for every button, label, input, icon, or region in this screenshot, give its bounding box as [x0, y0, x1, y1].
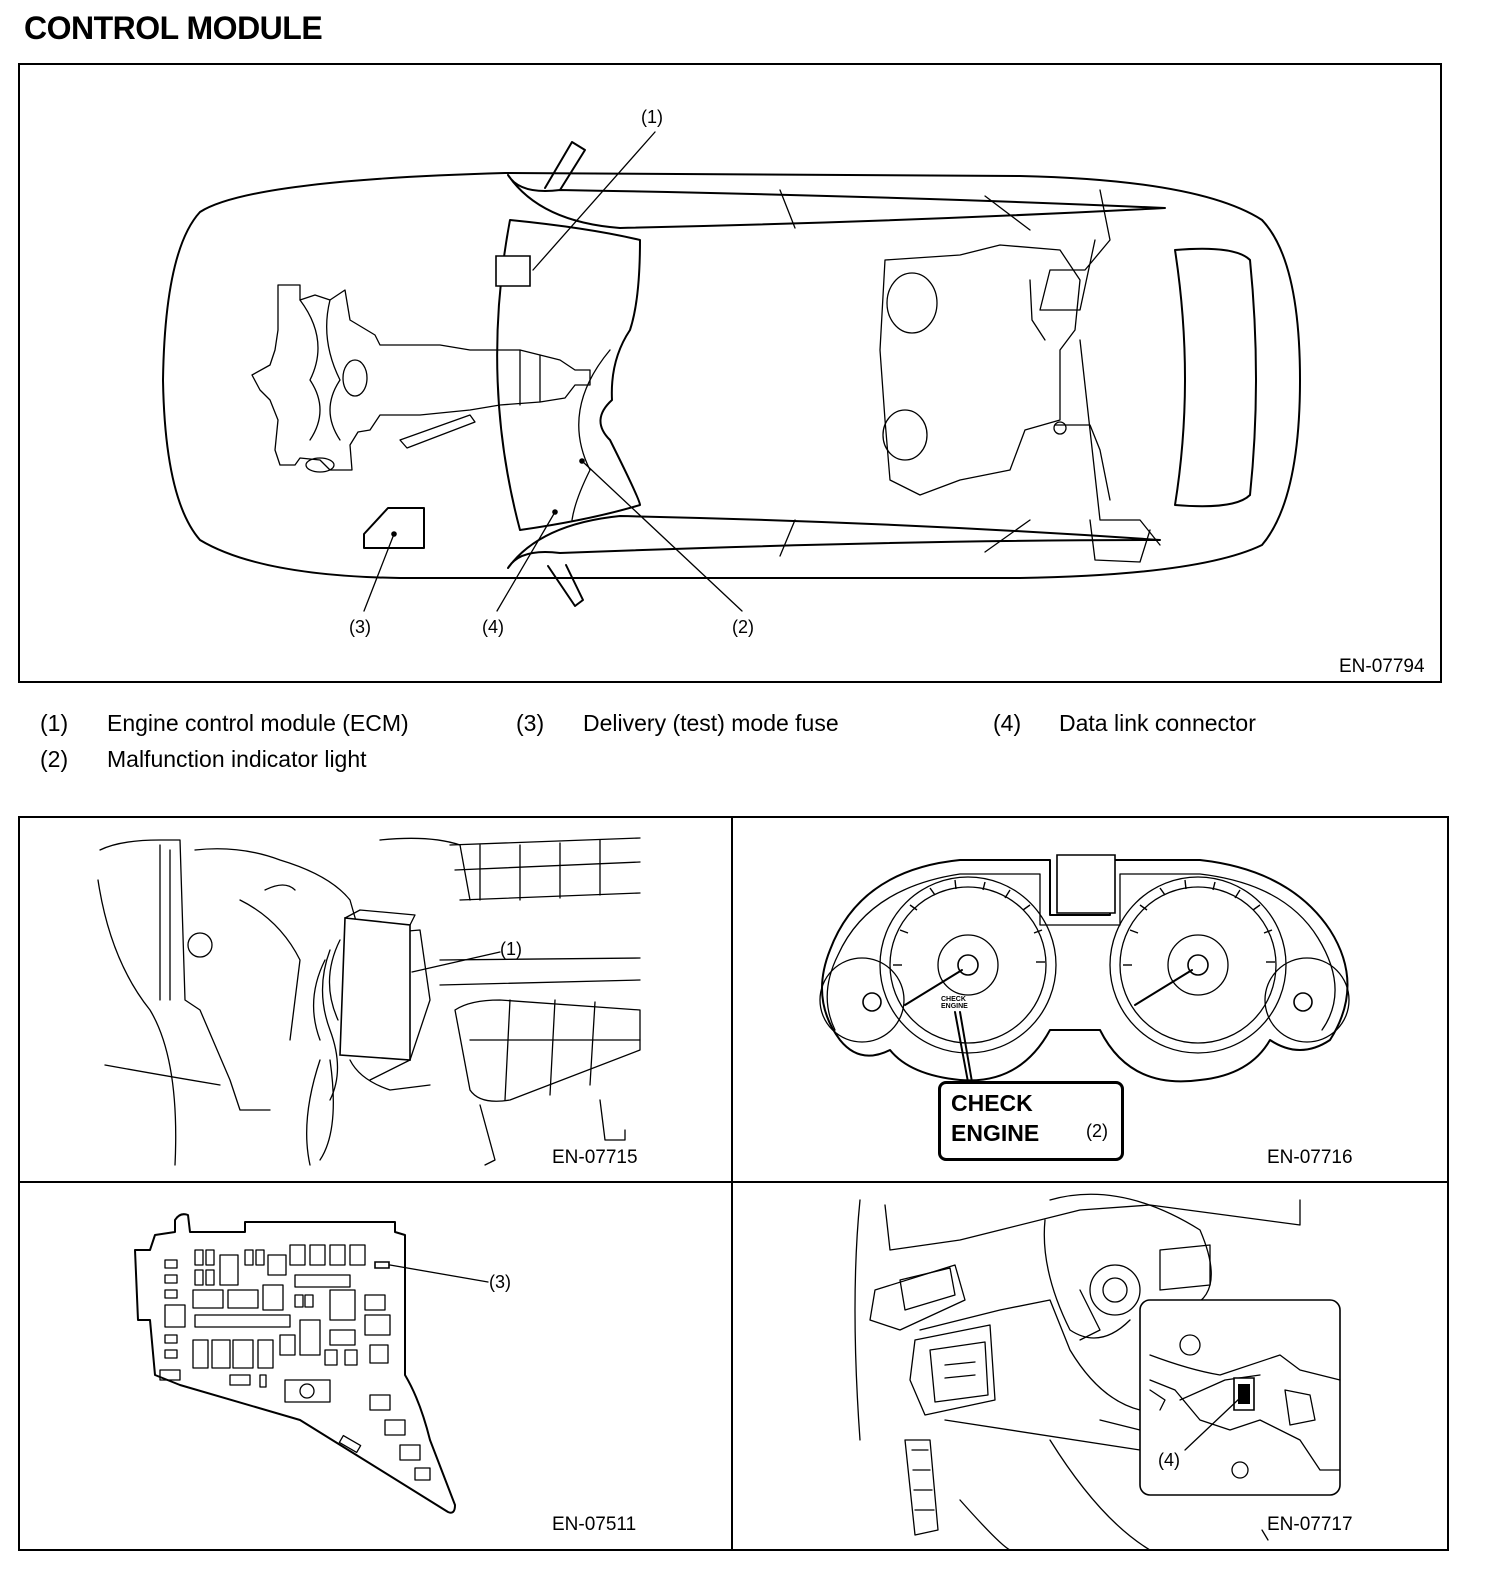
- legend-num-1: (1): [40, 710, 69, 736]
- legend-text-2: Malfunction indicator light: [107, 746, 367, 772]
- mil-panel-code: EN-07716: [1267, 1147, 1353, 1168]
- car-top-view-drawing: [0, 0, 1504, 700]
- main-callout-4: (4): [482, 617, 504, 637]
- legend-text-1: Engine control module (ECM): [107, 710, 409, 736]
- legend-num-4: (4): [993, 710, 1022, 736]
- legend-text-3: Delivery (test) mode fuse: [583, 710, 839, 736]
- main-callout-2: (2): [732, 617, 754, 637]
- fuse-panel-callout: (3): [489, 1272, 511, 1292]
- main-figure-code: EN-07794: [1339, 656, 1425, 677]
- dlc-panel-callout: (4): [1158, 1450, 1180, 1470]
- check-engine-line1: CHECK: [951, 1090, 1033, 1116]
- mil-tiny-line1: CHECK: [941, 996, 966, 1003]
- ecm-panel-code: EN-07715: [552, 1147, 638, 1168]
- main-callout-3: (3): [349, 617, 371, 637]
- main-callout-1: (1): [641, 107, 663, 127]
- ecm-panel-callout: (1): [500, 939, 522, 959]
- dlc-panel-code: EN-07717: [1267, 1514, 1353, 1535]
- legend-num-3: (3): [516, 710, 545, 736]
- mil-tiny-line2: ENGINE: [941, 1003, 968, 1010]
- page-title: CONTROL MODULE: [24, 10, 323, 46]
- mil-tiny-label: CHECK ENGINE: [941, 996, 968, 1010]
- check-engine-line2: ENGINE: [951, 1120, 1040, 1146]
- check-engine-callout-box: CHECK ENGINE: [938, 1081, 1124, 1161]
- fuse-panel-code: EN-07511: [552, 1514, 637, 1535]
- legend-num-2: (2): [40, 746, 69, 772]
- mil-panel-callout: (2): [1086, 1121, 1108, 1141]
- legend-text-4: Data link connector: [1059, 710, 1256, 736]
